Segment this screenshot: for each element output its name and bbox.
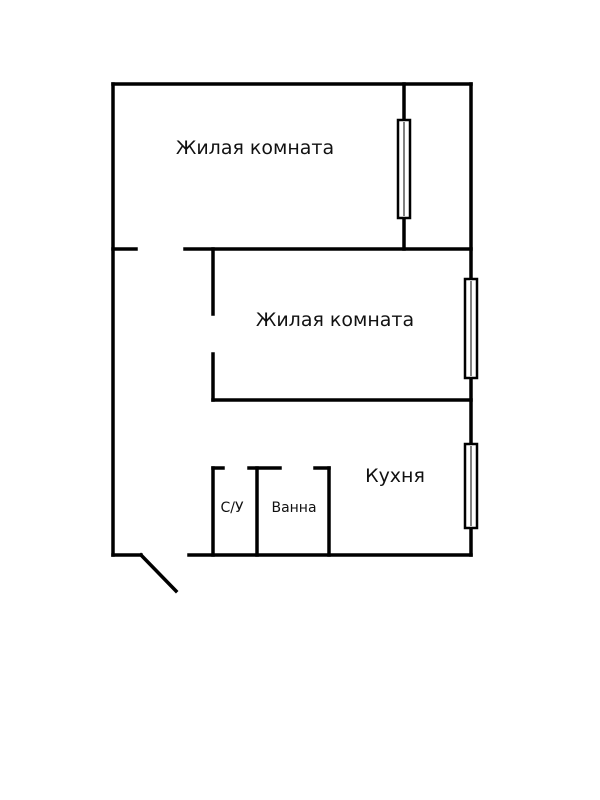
label-bathroom: Ванна (271, 500, 317, 516)
label-toilet: С/У (220, 500, 244, 516)
label-living-room-1: Жилая комната (175, 137, 335, 159)
label-living-room-2: Жилая комната (255, 309, 415, 331)
windows (396, 118, 479, 530)
entrance-door (138, 552, 179, 594)
walls (111, 82, 473, 557)
label-kitchen: Кухня (365, 465, 425, 487)
